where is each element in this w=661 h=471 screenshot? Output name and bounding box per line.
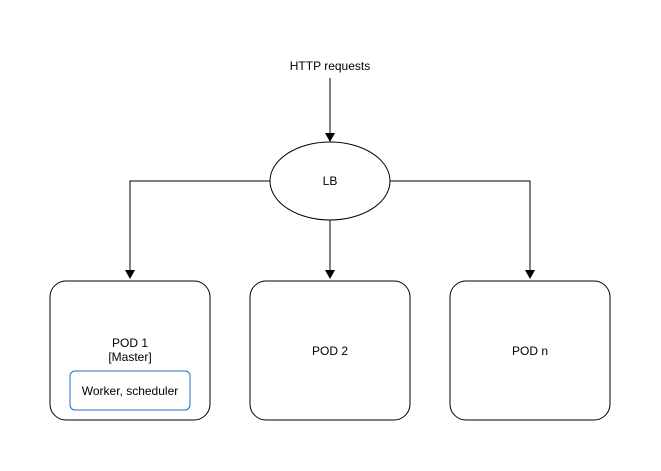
pod-1-node: POD 1 [Master] Worker, scheduler [49, 280, 211, 421]
pod-2-box [249, 280, 411, 421]
http-requests-label: HTTP requests [290, 59, 370, 73]
worker-scheduler-box [69, 370, 191, 411]
pod-n-title: POD n [512, 344, 548, 358]
load-balancer-label: LB [323, 174, 338, 188]
arrow-lb-to-pod-1 [125, 180, 270, 279]
pod-n-box [449, 280, 611, 421]
worker-scheduler-label: Worker, scheduler [82, 384, 179, 398]
pod-n-node: POD n [449, 280, 611, 421]
pod-1-title: POD 1 [112, 336, 148, 350]
pod-2-node: POD 2 [249, 280, 411, 421]
pod-2-title: POD 2 [312, 344, 348, 358]
arrow-lb-to-pod-n [390, 180, 535, 279]
pod-1-subtitle: [Master] [108, 350, 151, 364]
